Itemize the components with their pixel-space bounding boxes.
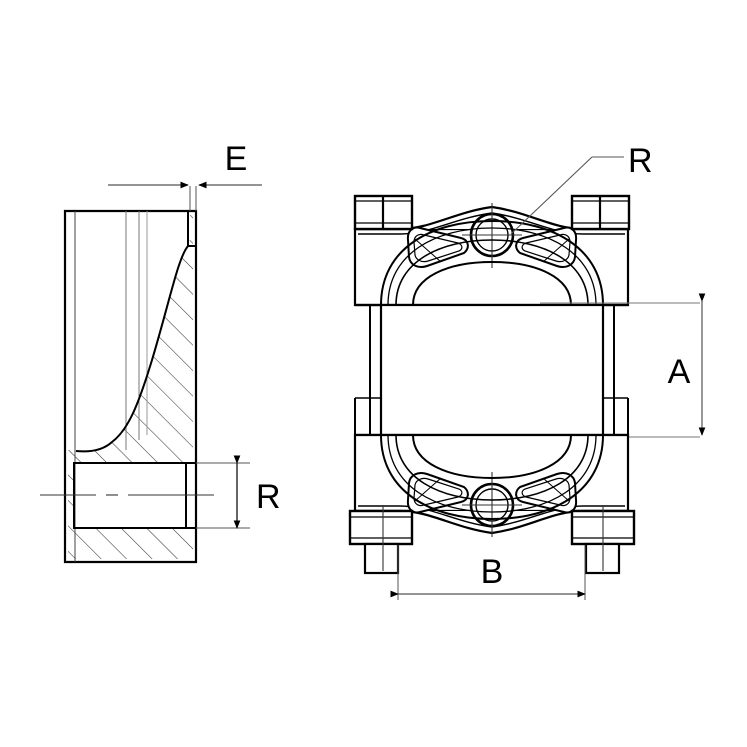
lower-pipe-arc [412,434,572,480]
upper-bore-arc-outer [380,219,604,306]
dimension-r-left: R [233,455,281,529]
pipe-center-section [379,303,605,437]
bolt-nut-bottom-left [348,505,414,575]
upper-pipe-arc [412,260,572,306]
side-view-outline [63,209,198,564]
lower-bore-arc-inner [395,434,589,501]
upper-bore-arc-inner [395,239,589,306]
stud-bottom-left [363,542,400,575]
bolt-nut-top-left [353,194,414,231]
dimension-r-leader: R [510,142,653,235]
lower-bore-arc-mid [387,434,597,513]
bolt-shank-left [354,305,382,435]
lower-bore-arc-outer [380,434,604,521]
bolt-nut-top-right [570,194,631,231]
upper-bolt-hole-centermark [462,203,522,268]
dim-e-label: E [225,140,248,178]
dimension-e: E [108,140,262,189]
dimension-b: B [390,553,586,598]
bolt-nut-bottom-right [570,505,636,575]
dim-r-left-label: R [256,478,281,516]
cast-profile-curve [75,245,189,453]
dim-r-leader-label: R [628,142,653,180]
dim-b-label: B [481,553,504,591]
lower-bolt-hole-centermark [462,472,522,537]
bolt-shank-right [602,305,629,435]
dim-r-leader-line [510,156,593,235]
view-front-clamp [348,194,700,600]
dimension-a: A [668,293,706,436]
dim-a-label: A [668,353,691,391]
view-section-side [40,186,250,564]
upper-bore-arc-mid [387,227,597,306]
